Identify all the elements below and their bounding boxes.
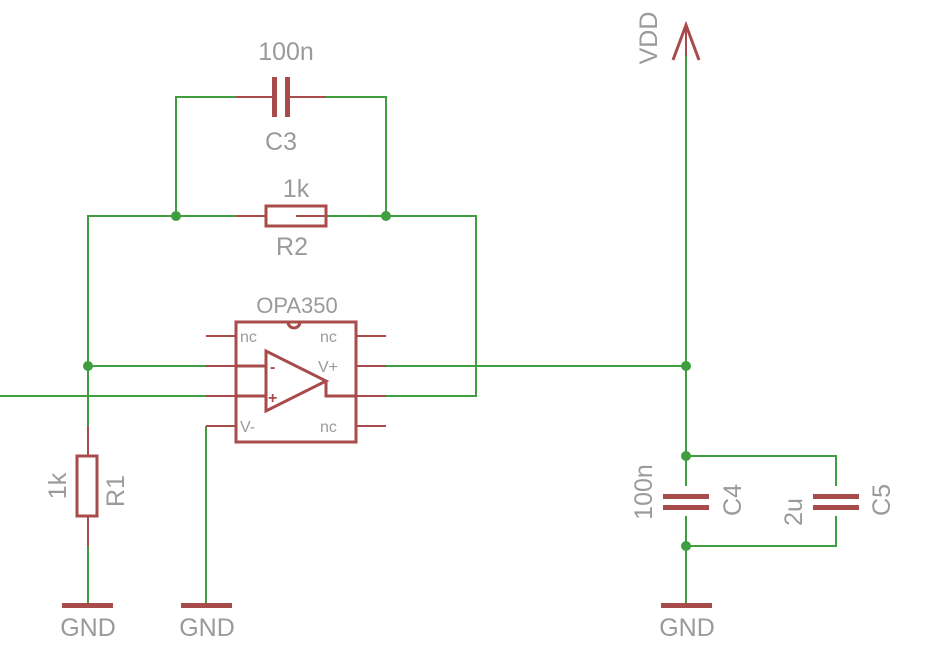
c4-name: C4: [719, 484, 747, 516]
c5-name: C5: [868, 484, 896, 516]
opamp-package: [234, 320, 358, 444]
pin-inverting: -: [270, 359, 275, 376]
pin-nc-top-right: nc: [320, 329, 337, 346]
c4-value: 100n: [630, 464, 658, 520]
junction-dot: [681, 541, 691, 551]
gnd-label: GND: [179, 614, 235, 642]
gnd-r1: GND: [60, 603, 116, 642]
r2-value: 1k: [283, 175, 310, 203]
wire-r2-right: [326, 215, 477, 397]
ground-icon: [62, 603, 113, 608]
wire-c3-loop-right: [326, 96, 387, 216]
opamp-triangle: [264, 348, 330, 414]
pin-nc-top-left: nc: [240, 329, 257, 346]
c3-name: C3: [265, 128, 297, 156]
pin-vplus: V+: [318, 359, 338, 376]
capacitor-c5: 2u C5: [780, 484, 896, 526]
opamp-name: OPA350: [256, 293, 338, 318]
vdd-supply: VDD: [635, 12, 701, 65]
junctions: [83, 211, 691, 551]
capacitor-c4: 100n C4: [630, 464, 747, 520]
opamp-opa350: OPA350 nc nc V+ V- nc - +: [206, 293, 386, 444]
c5-value: 2u: [780, 498, 808, 526]
junction-dot: [171, 211, 181, 221]
pin-nc-bottom-right: nc: [320, 419, 337, 436]
wire-r2-left: [87, 215, 236, 366]
capacitor-c3: 100n C3: [236, 38, 326, 156]
gnd-label: GND: [659, 614, 715, 642]
gnd-opamp: GND: [179, 603, 235, 642]
ground-icon: [181, 603, 232, 608]
junction-dot: [381, 211, 391, 221]
wire-c3-loop: [175, 96, 236, 216]
r1-value: 1k: [44, 472, 72, 499]
ground-icon: [661, 603, 712, 608]
junction-dot: [83, 361, 93, 371]
wires: [0, 56, 837, 605]
c3-value: 100n: [258, 38, 314, 66]
wire-c5-top: [686, 455, 837, 486]
r2-name: R2: [276, 233, 308, 261]
wire-c5-bottom: [686, 516, 837, 547]
junction-dot: [681, 451, 691, 461]
resistor-r1: 1k R1: [44, 426, 130, 546]
pin-noninverting: +: [268, 390, 277, 407]
vdd-label: VDD: [635, 12, 663, 65]
r1-name: R1: [102, 475, 130, 507]
resistor-r2: 1k R2: [236, 175, 328, 261]
gnd-label: GND: [60, 614, 116, 642]
junction-dot: [681, 361, 691, 371]
gnd-caps: GND: [659, 603, 715, 642]
pin-vminus: V-: [240, 419, 255, 436]
